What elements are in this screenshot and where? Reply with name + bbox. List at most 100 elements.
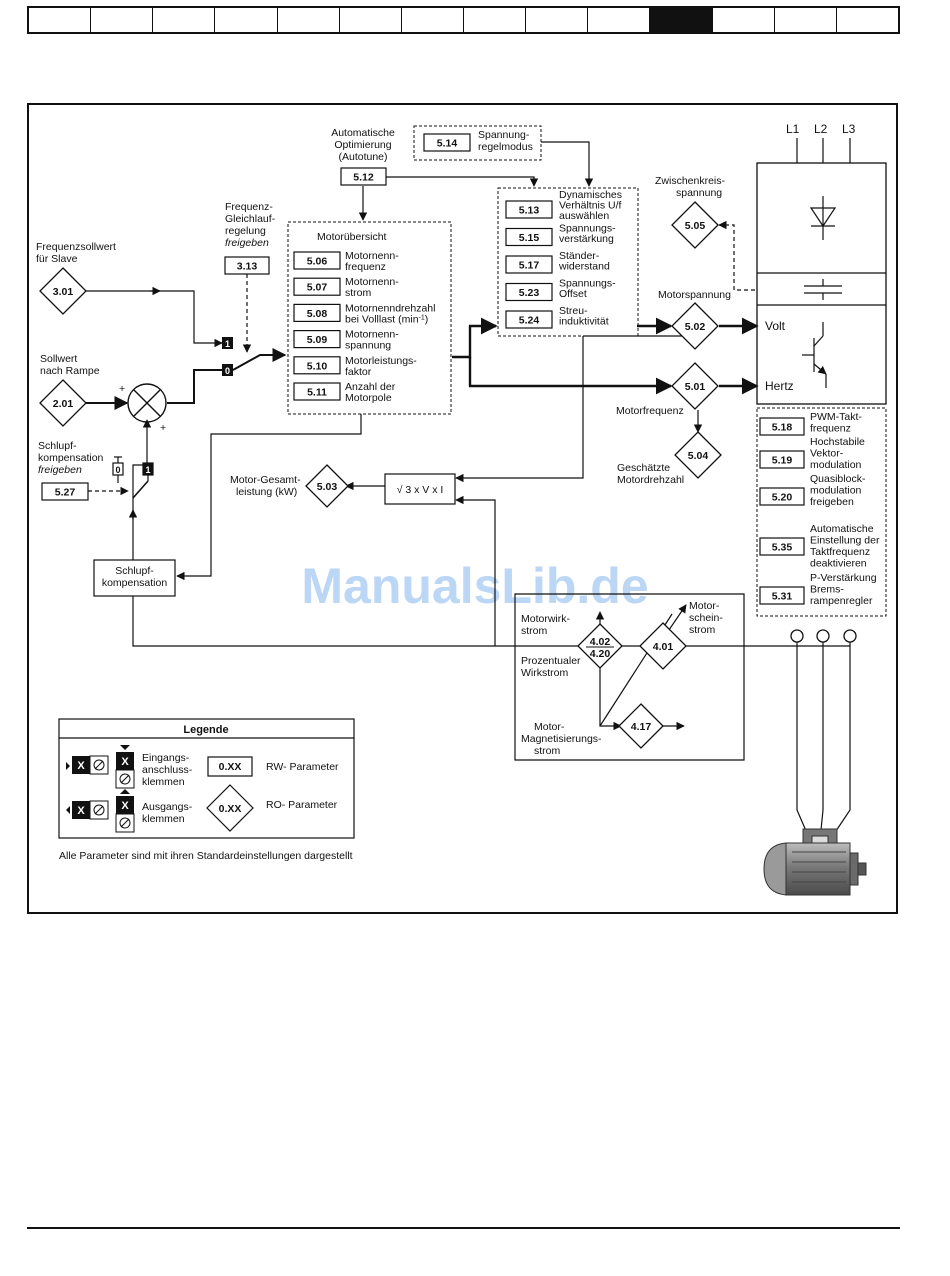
param-5-12-box xyxy=(340,167,387,186)
param-5-01-diamond xyxy=(671,362,719,410)
param-5-14-box xyxy=(423,133,471,152)
param-5-07[interactable]: 5.07 xyxy=(307,282,328,294)
param-5-02[interactable]: 5.02 xyxy=(685,321,706,333)
nav-tab-9[interactable] xyxy=(526,8,589,32)
overview-item-label-4: Motorleistungs-faktor xyxy=(345,355,417,378)
nav-tab-3[interactable] xyxy=(153,8,216,32)
footer-rule xyxy=(27,1227,900,1229)
param-5-11[interactable]: 5.11 xyxy=(307,387,327,399)
param-3-13-box xyxy=(224,256,270,275)
param-3-01[interactable]: 3.01 xyxy=(53,286,74,298)
param-5-05-diamond xyxy=(671,201,719,249)
param-5-24[interactable]: 5.24 xyxy=(519,315,540,327)
param-5-13[interactable]: 5.13 xyxy=(519,205,540,217)
param-5-27[interactable]: 5.27 xyxy=(55,487,76,499)
motor-overview-title: Motorübersicht xyxy=(317,231,387,243)
param-3-13[interactable]: 3.13 xyxy=(237,261,258,273)
voltage-mode-label: Spannung-regelmodus xyxy=(478,129,533,153)
param-5-18-box xyxy=(759,417,805,436)
capacitor-symbol xyxy=(804,279,842,300)
current-sensor-2 xyxy=(816,629,830,643)
control-item-label-1: Spannungs-verstärkung xyxy=(559,223,616,246)
param-5-09[interactable]: 5.09 xyxy=(307,334,328,346)
param-5-09-box xyxy=(293,330,341,349)
param-5-15[interactable]: 5.15 xyxy=(519,232,540,244)
control-item-label-4: Streu-induktivität xyxy=(559,305,609,328)
switch-input-1 xyxy=(222,337,233,349)
slip-switch-0-label: 0 xyxy=(115,465,120,475)
nav-tab-10[interactable] xyxy=(588,8,651,32)
switch-input-0 xyxy=(222,364,233,376)
param-5-06[interactable]: 5.06 xyxy=(307,256,328,268)
slip-switch-1-label: 1 xyxy=(145,465,150,475)
param-5-31-box xyxy=(759,586,805,605)
supply-l2-label: L2 xyxy=(814,122,828,136)
param-4-20[interactable]: 4.20 xyxy=(590,648,611,660)
param-5-19[interactable]: 5.19 xyxy=(772,455,793,467)
nav-tab-2[interactable] xyxy=(91,8,154,32)
param-4-01-diamond xyxy=(639,622,687,670)
control-item-label-3: Spannungs-Offset xyxy=(559,278,616,301)
param-5-11-box xyxy=(293,382,341,401)
current-measurement-box xyxy=(514,593,745,761)
param-5-35[interactable]: 5.35 xyxy=(772,542,793,554)
param-5-20[interactable]: 5.20 xyxy=(772,492,793,504)
param-5-10[interactable]: 5.10 xyxy=(307,360,328,372)
param-5-06-box xyxy=(293,251,341,270)
param-4-17-diamond xyxy=(618,703,664,749)
current-sensor-1 xyxy=(790,629,804,643)
nav-tab-5[interactable] xyxy=(277,8,340,32)
param-4-02[interactable]: 4.02 xyxy=(590,636,611,648)
nav-tab-8[interactable] xyxy=(463,8,527,32)
param-5-31[interactable]: 5.31 xyxy=(772,591,793,603)
nav-tab-14[interactable] xyxy=(836,8,898,32)
param-5-24-box xyxy=(505,310,553,329)
nav-tab-12[interactable] xyxy=(712,8,775,32)
param-5-12[interactable]: 5.12 xyxy=(353,172,374,184)
param-5-20-box xyxy=(759,487,805,506)
param-5-17[interactable]: 5.17 xyxy=(519,260,540,272)
slip-switch xyxy=(112,456,154,499)
hertz-label: Hertz xyxy=(765,379,794,393)
dc-bus-label: Zwischenkreis-spannung xyxy=(655,175,726,199)
param-5-03[interactable]: 5.03 xyxy=(317,481,338,493)
param-5-08[interactable]: 5.08 xyxy=(307,308,328,320)
param-4-17[interactable]: 4.17 xyxy=(631,721,652,733)
switch-input-1-label: 1 xyxy=(225,339,230,349)
nav-tab-6[interactable] xyxy=(339,8,402,32)
param-5-18[interactable]: 5.18 xyxy=(772,422,793,434)
param-2-01[interactable]: 2.01 xyxy=(53,398,74,410)
nav-tab-1[interactable] xyxy=(29,8,92,32)
legend-input-terminal-x: X xyxy=(121,756,129,768)
motor-voltage-label: Motorspannung xyxy=(658,289,731,301)
nav-tab-4[interactable] xyxy=(215,8,278,32)
motor-overview-group xyxy=(287,221,452,415)
param-5-14[interactable]: 5.14 xyxy=(437,138,458,150)
param-5-19-box xyxy=(759,450,805,469)
param-5-04[interactable]: 5.04 xyxy=(688,450,709,462)
param-5-13-box xyxy=(505,200,553,219)
overview-item-label-3: Motornenn-spannung xyxy=(345,329,399,352)
legend-ro-label: RO- Parameter xyxy=(266,799,338,811)
transistor-symbol xyxy=(802,322,827,388)
param-5-04-diamond xyxy=(674,431,722,479)
plus-sign-left: + xyxy=(119,383,125,395)
plus-sign-bottom: + xyxy=(160,422,166,434)
overview-item-label-0: Motornenn-frequenz xyxy=(345,250,399,273)
diode-symbol xyxy=(809,196,837,240)
param-5-05[interactable]: 5.05 xyxy=(685,220,706,232)
param-5-23[interactable]: 5.23 xyxy=(519,287,540,299)
nav-tab-11[interactable] xyxy=(650,8,713,32)
nav-tab-7[interactable] xyxy=(401,8,464,32)
nav-tab-13[interactable] xyxy=(774,8,837,32)
supply-l3-label: L3 xyxy=(842,122,856,136)
legend-rw-box: 0.XX xyxy=(219,761,242,773)
param-5-01[interactable]: 5.01 xyxy=(685,381,706,393)
pwm-item-label-0: PWM-Takt-frequenz xyxy=(810,411,862,435)
param-4-01[interactable]: 4.01 xyxy=(653,641,674,653)
